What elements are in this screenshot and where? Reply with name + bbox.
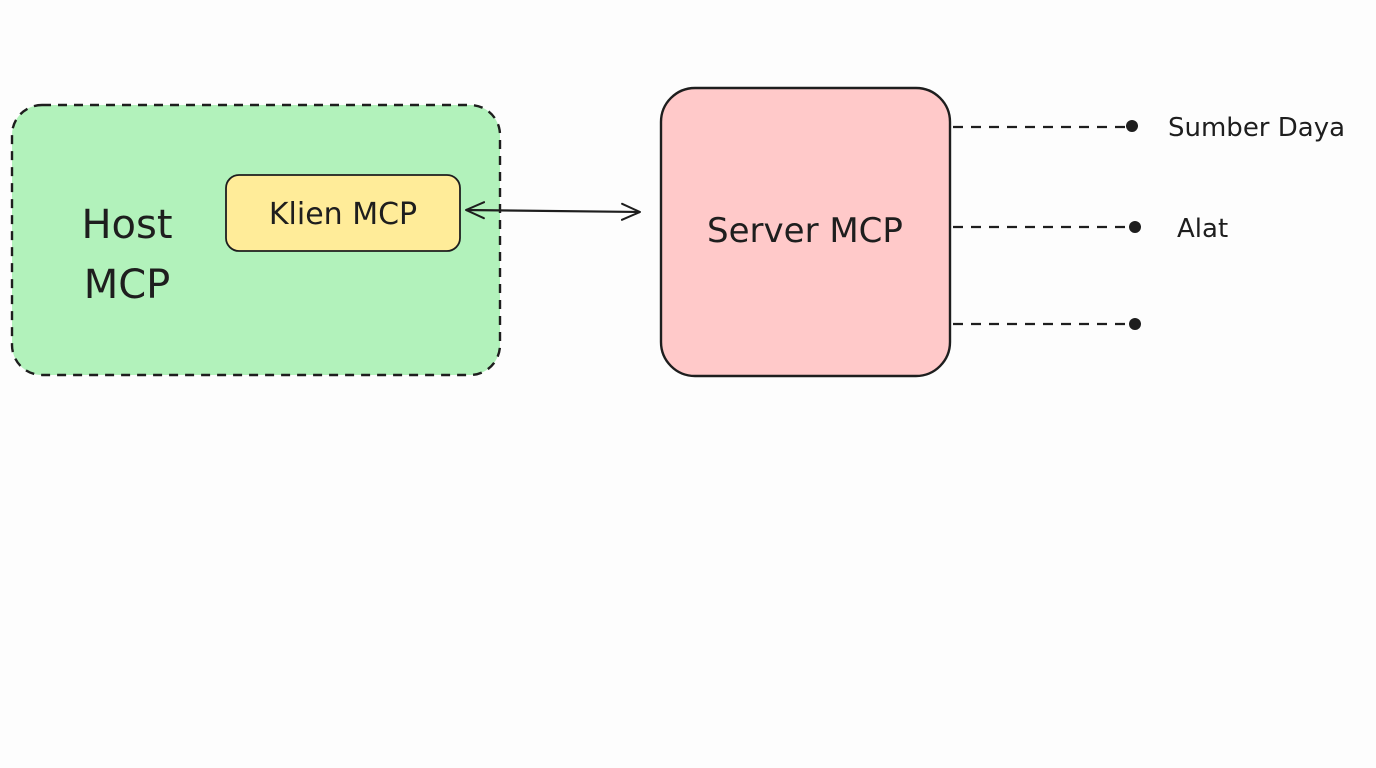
output-dot	[1129, 318, 1141, 330]
output-label-resources: Sumber Daya	[1168, 113, 1345, 143]
output-resources: Sumber Daya	[953, 113, 1345, 143]
client-label: Klien MCP	[269, 197, 417, 232]
output-tools: Alat	[953, 214, 1228, 244]
bidirectional-arrow	[465, 201, 641, 221]
output-dot	[1129, 221, 1141, 233]
output-dot	[1126, 120, 1138, 132]
client-box	[225, 174, 461, 252]
output-label-tools: Alat	[1177, 214, 1228, 244]
host-label-line2: MCP	[84, 262, 171, 308]
server-label: Server MCP	[707, 211, 903, 251]
output-unlabeled	[953, 318, 1141, 330]
server-box	[659, 86, 952, 378]
host-label-line1: Host	[81, 202, 172, 248]
